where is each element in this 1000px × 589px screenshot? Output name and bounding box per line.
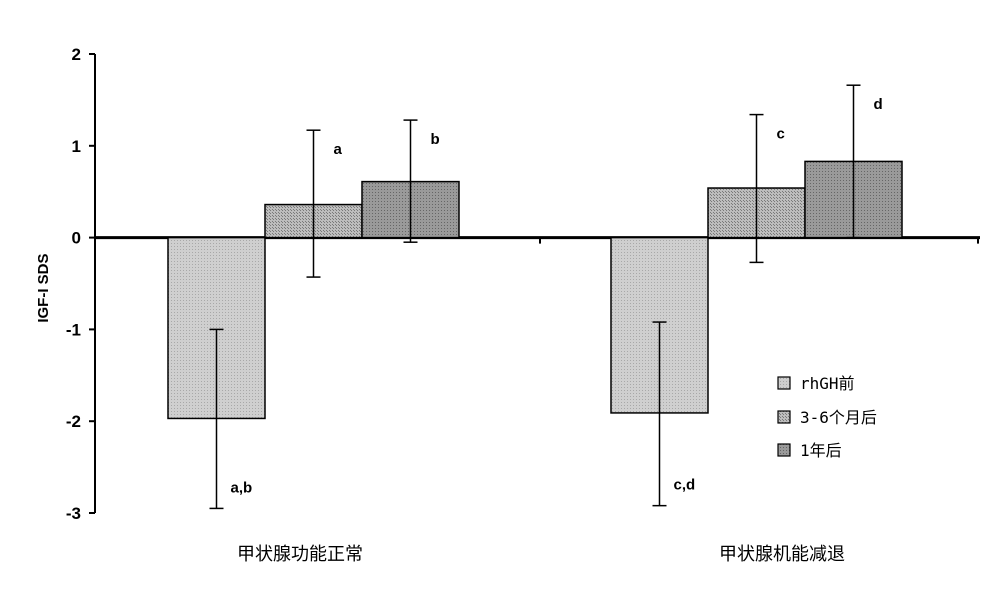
y-tick-label: -2 bbox=[66, 412, 81, 431]
significance-label: a bbox=[334, 141, 343, 158]
legend-label: 3-6个月后 bbox=[800, 408, 877, 427]
significance-label: b bbox=[431, 131, 440, 148]
legend-swatch bbox=[777, 376, 791, 390]
category-label: 甲状腺机能减退 bbox=[719, 544, 845, 565]
bars bbox=[167, 84, 903, 510]
significance-label: d bbox=[874, 96, 883, 113]
y-axis-title: IGF-I SDS bbox=[35, 254, 52, 323]
legend-label: rhGH前 bbox=[800, 374, 855, 393]
significance-label: c,d bbox=[674, 477, 696, 494]
y-tick-label: -1 bbox=[66, 320, 81, 339]
legend-swatch bbox=[777, 443, 791, 457]
y-tick-label: 2 bbox=[72, 45, 81, 64]
significance-label: a,b bbox=[231, 479, 253, 496]
legend-swatch bbox=[777, 410, 791, 424]
significance-label: c bbox=[777, 126, 785, 143]
category-label: 甲状腺功能正常 bbox=[237, 544, 363, 565]
legend-label: 1年后 bbox=[800, 441, 842, 460]
labels: a,b c,d a c b d 甲状腺功能正常 甲状腺机能减退 bbox=[231, 96, 883, 565]
legend: rhGH前 3-6个月后 1年后 bbox=[777, 374, 877, 460]
y-tick-label: -3 bbox=[66, 504, 81, 523]
y-tick-label: 1 bbox=[72, 137, 81, 156]
y-tick-label: 0 bbox=[72, 229, 81, 248]
